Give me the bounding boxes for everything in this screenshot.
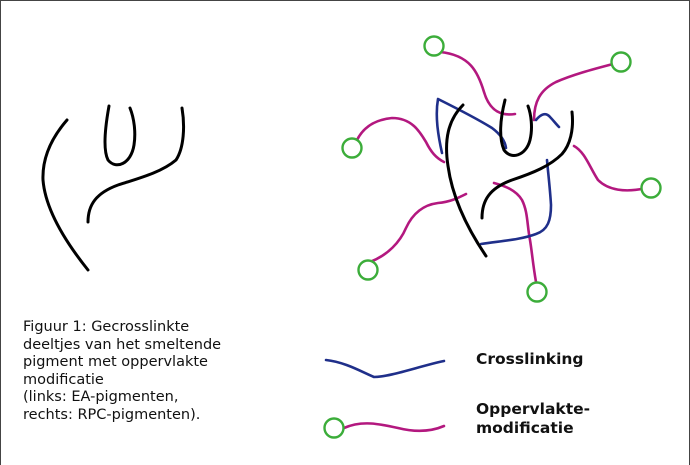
caption-line: pigment met oppervlakte xyxy=(23,354,208,370)
rpc-pigment-particle xyxy=(341,35,662,303)
ea-particle-outer-stroke xyxy=(41,118,90,272)
caption-line: Figuur 1: Gecrosslinkte xyxy=(23,319,190,335)
legend-end-group-icon xyxy=(323,417,345,439)
caption-line: modificatie xyxy=(23,371,104,388)
caption-line: deeltjes van het smeltende xyxy=(23,336,222,353)
surface-chain-top-right xyxy=(532,62,615,122)
caption-line: rechts: RPC-pigmenten). xyxy=(23,406,201,423)
ea-particle-branch xyxy=(86,106,186,224)
caption-line: (links: EA-pigmenten, xyxy=(23,389,179,405)
rpc-particle-branch xyxy=(480,110,574,220)
legend-surface-mod-swatch xyxy=(342,422,446,433)
legend-surface-mod-label: Oppervlakte- modificatie xyxy=(476,400,590,438)
surface-chain-bottom-right xyxy=(492,181,538,284)
end-group-circle xyxy=(423,35,445,57)
end-group-circle xyxy=(341,137,363,159)
rpc-particle-outer-stroke xyxy=(445,103,488,258)
end-group-circle xyxy=(357,259,379,281)
figure-caption: Figuur 1: Gecrosslinkte deeltjes van het… xyxy=(23,319,273,424)
legend-crosslinking-label: Crosslinking xyxy=(476,350,584,369)
surface-chain-bottom-left xyxy=(368,192,468,264)
surface-chain-right xyxy=(572,144,648,192)
ea-particle-inner-u xyxy=(103,104,137,167)
end-group-circle xyxy=(610,51,632,73)
rpc-particle-inner-u xyxy=(499,98,533,157)
crosslink-upper-right xyxy=(534,112,561,129)
end-group-circle xyxy=(526,281,548,303)
legend xyxy=(323,358,446,439)
end-group-circle xyxy=(640,177,662,199)
legend-crosslinking-swatch xyxy=(324,358,446,379)
legend-surface-mod-text-2: modificatie xyxy=(476,419,574,437)
surface-chain-left xyxy=(355,116,446,164)
ea-pigment-particle xyxy=(41,104,186,272)
legend-crosslinking-text: Crosslinking xyxy=(476,350,584,368)
legend-surface-mod-text-1: Oppervlakte- xyxy=(476,400,591,418)
crosslink-lower-right xyxy=(479,158,553,246)
